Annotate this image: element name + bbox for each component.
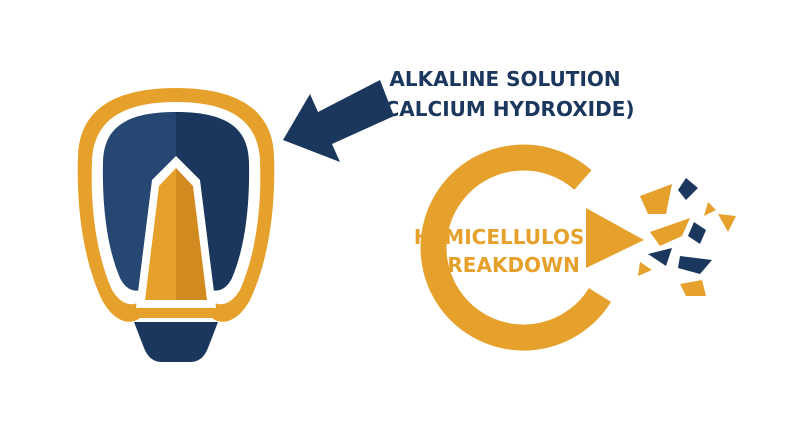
kernel-germ-left — [145, 168, 176, 300]
breakdown-arrowhead — [586, 208, 644, 268]
fragment — [638, 262, 652, 276]
kernel-tip — [134, 322, 218, 362]
fragment — [704, 202, 716, 216]
fragment — [718, 214, 736, 232]
breakdown-label-line1: HEMICELLULOSE — [414, 225, 598, 249]
shattered-fragments-icon — [638, 178, 736, 296]
fragment — [678, 178, 698, 200]
breakdown-ring — [420, 144, 612, 351]
fragment — [640, 184, 672, 214]
fragment — [678, 256, 712, 274]
alkaline-label-line1: ALKALINE SOLUTION — [389, 67, 620, 91]
fragment — [650, 218, 690, 246]
fragment — [688, 222, 706, 244]
arrow-shape — [283, 80, 394, 162]
arrow-pointing-left-icon — [283, 80, 394, 162]
kernel-germ-right — [176, 168, 207, 300]
corn-kernel-shield-icon — [77, 88, 275, 362]
fragment — [648, 248, 672, 266]
circular-arrow-breakdown-icon — [420, 144, 644, 351]
breakdown-label-line2: BREAKDOWN — [432, 253, 580, 277]
alkaline-label-line2: (CALCIUM HYDROXIDE) — [375, 97, 634, 121]
fragment — [680, 280, 706, 296]
